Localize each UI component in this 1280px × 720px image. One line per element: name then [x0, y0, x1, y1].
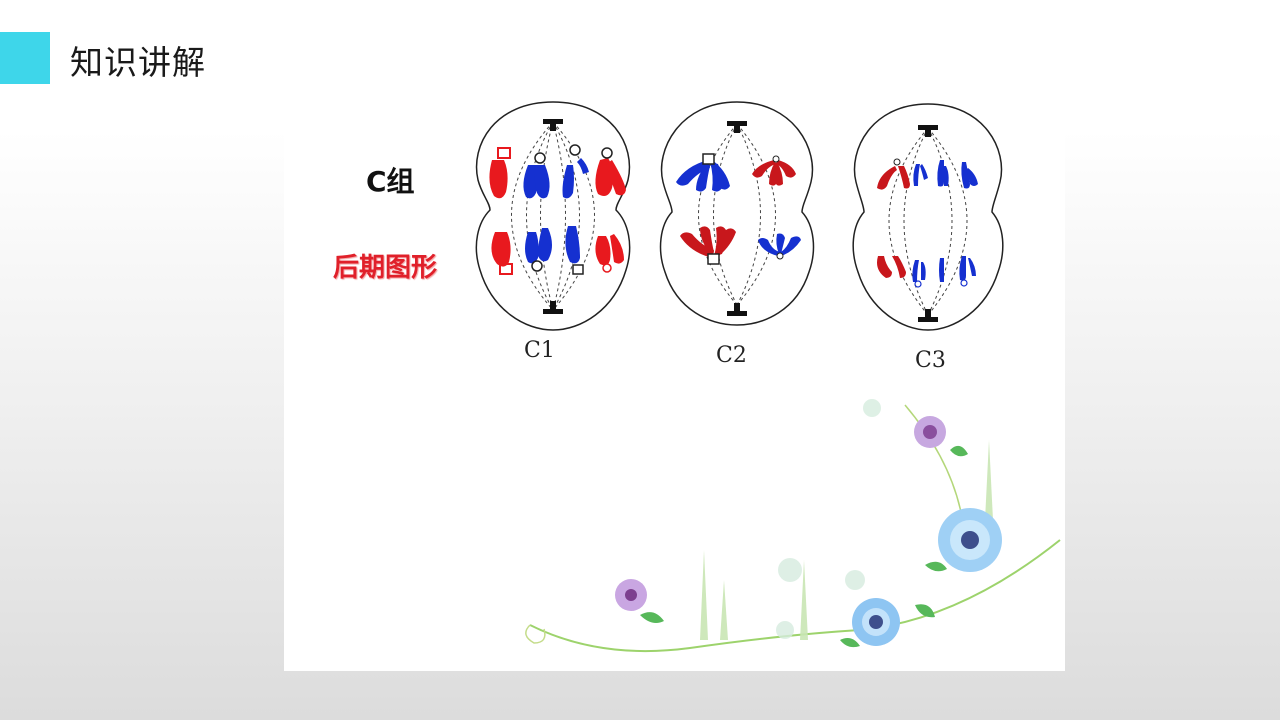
cell-caption-c3: C3: [915, 348, 946, 373]
slide-title: 知识讲解: [70, 43, 206, 82]
cell-c3: [852, 103, 1004, 331]
c1-top-chromosomes: [489, 144, 626, 199]
cell-c1: [475, 101, 631, 331]
c3-top-chromosomes: [877, 158, 978, 190]
flower-blue-small: [852, 598, 900, 646]
c3-bottom-chromosomes: [877, 256, 976, 288]
c2-bottom-chromosomes: [680, 226, 801, 265]
c1-bottom-chromosomes: [491, 226, 624, 275]
group-label: C组: [366, 165, 415, 198]
flower-purple-top: [914, 416, 946, 448]
c2-top-chromosomes: [676, 153, 796, 192]
cell-c2: [659, 101, 815, 326]
flower-vine-icon: [525, 399, 1061, 653]
flower-purple-left: [615, 579, 647, 611]
stage-label: 后期图形: [333, 253, 438, 283]
title-accent-bar: [0, 32, 50, 84]
cell-caption-c1: C1: [524, 338, 555, 363]
cell-caption-c2: C2: [716, 343, 747, 368]
flower-blue-large: [938, 508, 1002, 572]
